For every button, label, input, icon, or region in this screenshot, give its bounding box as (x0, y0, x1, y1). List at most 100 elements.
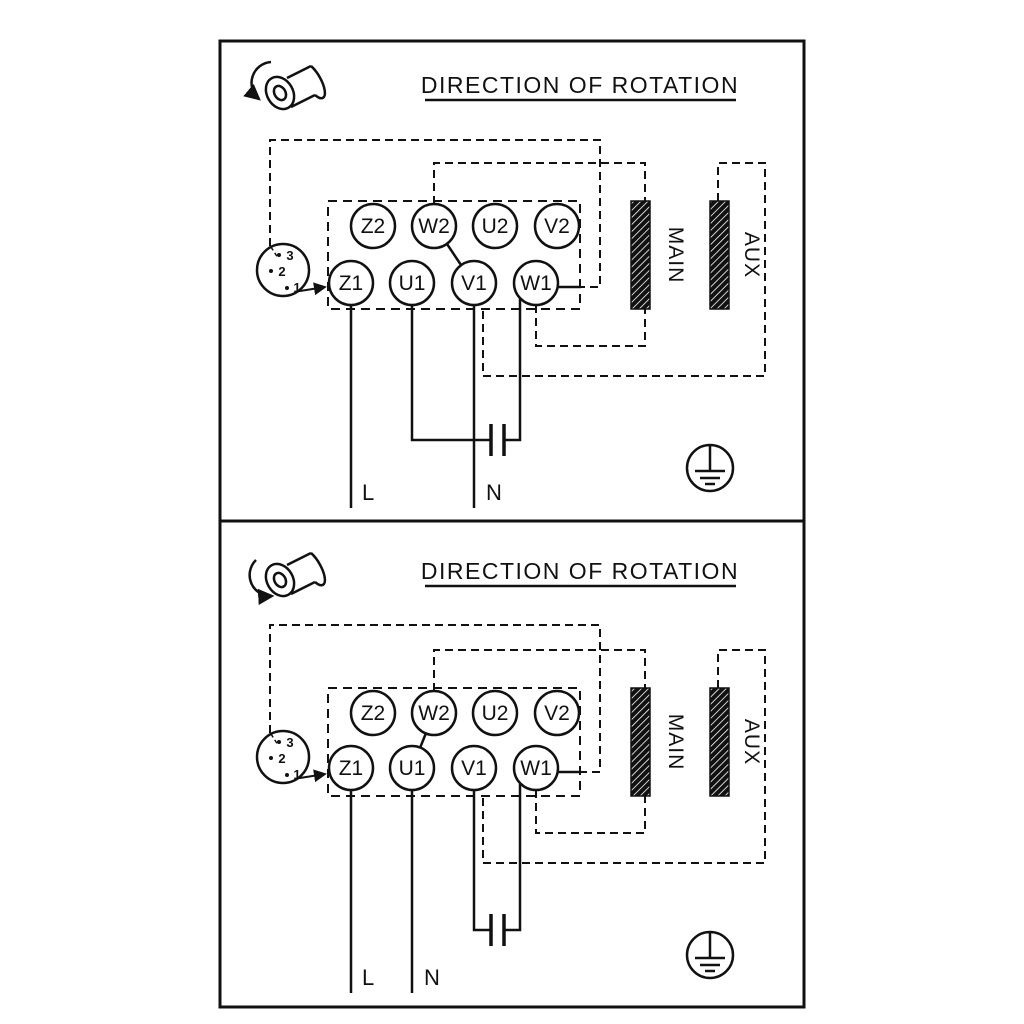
terminal-u2: U2 (471, 202, 519, 250)
terminal-label: W1 (520, 757, 552, 780)
selector-wiper (270, 246, 279, 259)
wire-aux-loop (482, 162, 766, 377)
rotation-direction-icon (248, 551, 327, 605)
terminal-u1: U1 (388, 259, 436, 307)
rotation-arrow-icon (248, 559, 275, 605)
main-coil (630, 687, 651, 797)
wire-w2-to-main-top (433, 162, 646, 204)
terminal-box (327, 687, 581, 797)
terminal-z1: Z1 (327, 744, 375, 792)
wire-selector-to-w1 (269, 624, 601, 773)
wire-w1-to-main-bottom (535, 790, 646, 834)
selector-dot (269, 756, 273, 760)
ground-icon (685, 930, 735, 980)
neutral-label: N (424, 965, 440, 990)
main-winding-label: MAIN (664, 714, 687, 771)
capacitor-symbol (489, 914, 506, 946)
terminal-z2: Z2 (349, 202, 397, 250)
dashed-wires (269, 139, 766, 377)
terminal-label: Z1 (339, 272, 364, 295)
selector-arrow (299, 769, 327, 783)
terminal-label: Z2 (361, 702, 386, 725)
line-label: L (362, 480, 374, 505)
selector-position-2: 2 (278, 751, 285, 766)
selector-position-2: 2 (278, 264, 285, 279)
terminal-label: Z2 (361, 215, 386, 238)
terminal-label: W2 (418, 702, 450, 725)
diagram-title: DIRECTION OF ROTATION (421, 72, 739, 98)
terminal-label: V1 (461, 757, 487, 780)
aux-coil (709, 200, 730, 310)
capacitor-symbol (489, 424, 506, 456)
terminal-w2: W2 (410, 689, 458, 737)
neutral-label: N (486, 480, 502, 505)
wire-selector-to-w1 (269, 139, 601, 288)
solid-wires (349, 285, 581, 508)
selector-wiper (270, 733, 279, 746)
wire-capacitor-to-w1 (504, 299, 522, 442)
dashed-wires (269, 624, 766, 864)
terminal-z1: Z1 (327, 259, 375, 307)
terminal-u1: U1 (388, 744, 436, 792)
wire-w1-to-main-bottom (535, 305, 646, 347)
terminal-v2: V2 (533, 689, 581, 737)
wire-aux-loop (482, 649, 766, 864)
terminal-label: U2 (482, 215, 509, 238)
terminal-label: W2 (418, 215, 450, 238)
selector-dot (269, 269, 273, 273)
wire-capacitor-to-w1 (504, 784, 522, 932)
aux-coil (709, 687, 730, 797)
terminal-z2: Z2 (349, 689, 397, 737)
rotation-direction-icon (243, 60, 327, 111)
aux-winding: AUX (709, 200, 763, 310)
terminal-w1: W1 (512, 259, 560, 307)
wire-u1-to-capacitor (410, 305, 491, 442)
selector-position-1: 1 (293, 767, 300, 782)
terminal-label: V1 (461, 272, 487, 295)
terminal-label: V2 (544, 702, 570, 725)
aux-winding-label: AUX (740, 232, 763, 278)
terminal-w1: W1 (512, 744, 560, 792)
terminal-u2: U2 (471, 689, 519, 737)
ground-icon (685, 443, 735, 493)
selector-dot (277, 253, 281, 257)
terminal-label: U1 (399, 757, 426, 780)
panel-top: DIRECTION OF ROTATION Z2 W2 U2 V2 Z1 U1 … (218, 39, 806, 523)
main-winding: MAIN (630, 200, 687, 310)
link-w2-v1 (445, 243, 463, 266)
selector-arrow (299, 282, 327, 296)
selector-dot (285, 773, 289, 777)
selector-position-3: 3 (286, 735, 293, 750)
aux-winding-label: AUX (740, 719, 763, 765)
selector-circle (255, 242, 311, 298)
solid-wires (349, 770, 581, 993)
terminal-w2: W2 (410, 202, 458, 250)
wire-w2-to-main-top (433, 649, 646, 691)
terminal-label: V2 (544, 215, 570, 238)
panel-bottom: DIRECTION OF ROTATION Z2 W2 U2 V2 Z1 U1 … (218, 519, 806, 1009)
selector-dot (277, 740, 281, 744)
aux-winding: AUX (709, 687, 763, 797)
terminal-label: U2 (482, 702, 509, 725)
terminal-label: U1 (399, 272, 426, 295)
selector-position-1: 1 (293, 280, 300, 295)
diagram-title: DIRECTION OF ROTATION (421, 558, 739, 584)
rotation-arrow-icon (243, 60, 272, 101)
selector-dot (285, 286, 289, 290)
selector-circle (255, 729, 311, 785)
terminal-label: Z1 (339, 757, 364, 780)
speed-selector: 3 2 1 (255, 729, 327, 785)
panel-border (218, 519, 806, 1009)
terminal-v2: V2 (533, 202, 581, 250)
wire-v1-to-capacitor (472, 790, 491, 932)
main-winding-label: MAIN (664, 227, 687, 284)
terminal-v1: V1 (450, 744, 498, 792)
terminal-v1: V1 (450, 259, 498, 307)
terminal-box (327, 200, 581, 310)
link-w2-u1 (418, 732, 428, 749)
line-label: L (362, 965, 374, 990)
speed-selector: 3 2 1 (255, 242, 327, 298)
selector-position-3: 3 (286, 248, 293, 263)
main-coil (630, 200, 651, 310)
